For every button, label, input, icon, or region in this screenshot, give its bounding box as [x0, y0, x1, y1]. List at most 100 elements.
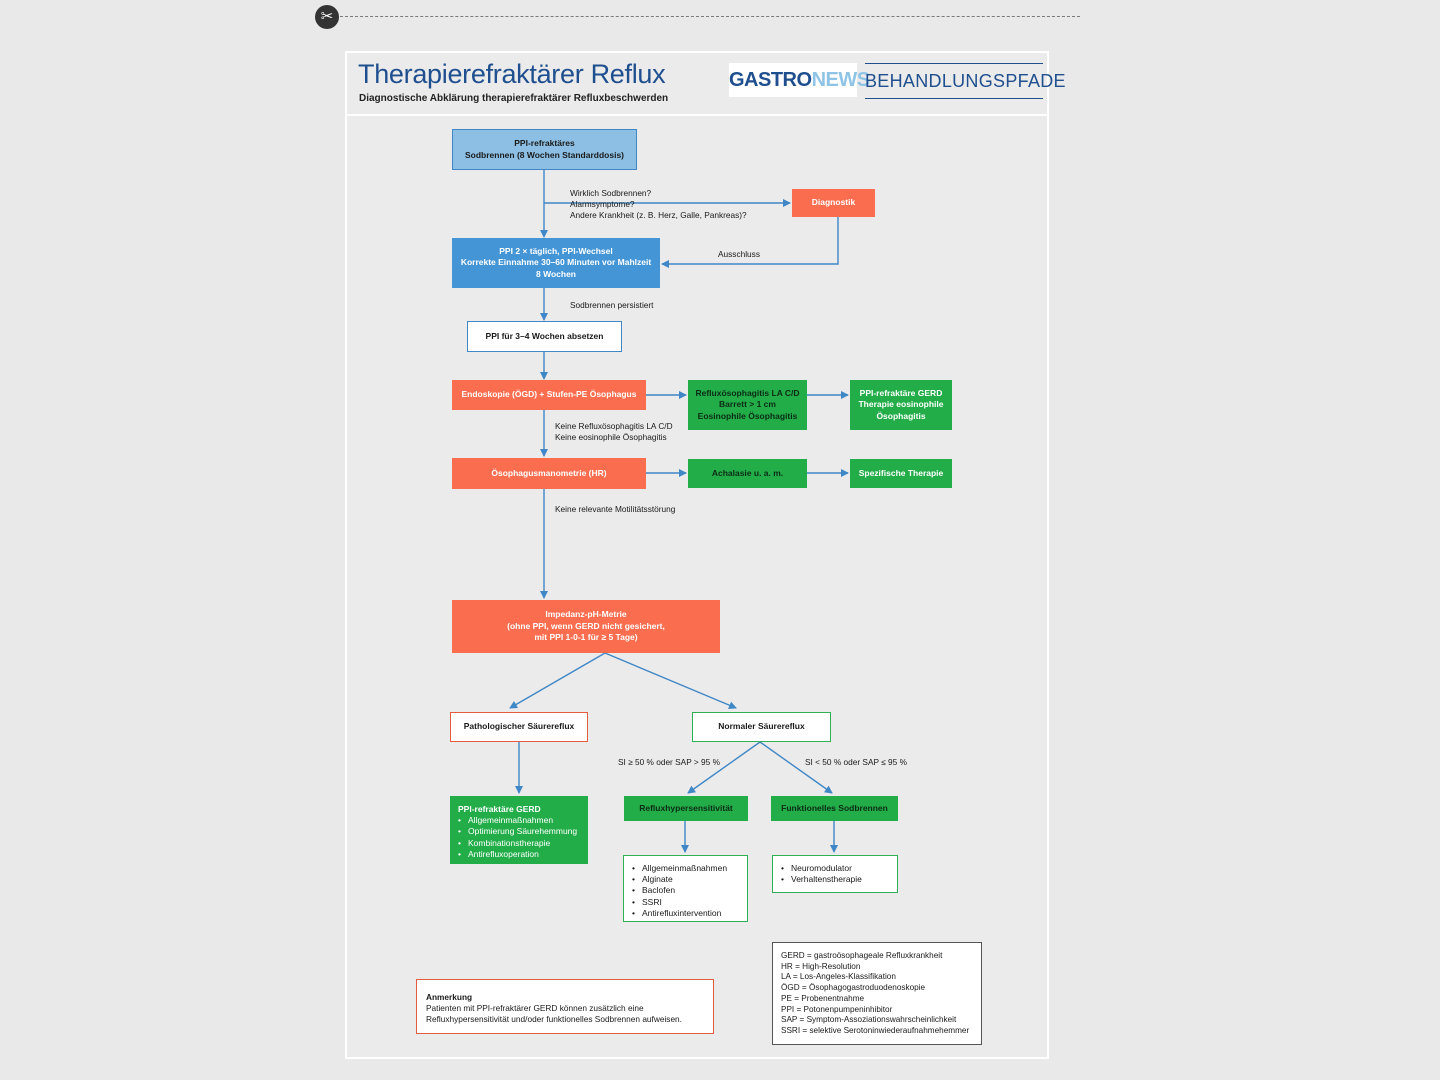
label-line: Wirklich Sodbrennen? [570, 188, 652, 198]
brand-logo: GASTRONEWS [729, 63, 870, 97]
node-line: Sodbrennen (8 Wochen Standarddosis) [465, 149, 624, 160]
cut-line [340, 16, 1080, 17]
node-line: Achalasie u. a. m. [711, 467, 784, 478]
node-line: (ohne PPI, wenn GERD nicht gesichert, [507, 620, 665, 631]
label-line: Keine eosinophile Ösophagitis [555, 431, 667, 442]
list-item: SSRI [632, 897, 739, 908]
node-line: Eosinophile Ösophagitis [697, 410, 798, 421]
label-line: SI ≥ 50 % oder SAP > 95 % [618, 757, 720, 767]
edge-normal-to-funkt [759, 741, 833, 794]
label-si-low: SI < 50 % oder SAP ≤ 95 % [805, 757, 907, 768]
label-line: Keine relevante Motilitätsstörung [555, 504, 676, 514]
node-line: Therapie eosinophile [858, 399, 944, 410]
node-line: Normaler Säurereflux [718, 721, 805, 732]
page-title: Therapierefraktärer Reflux [358, 59, 666, 89]
label-line: Ausschluss [718, 249, 760, 259]
list-item: Optimierung Säurehemmung [458, 826, 580, 837]
node-line: PPI-refraktäres [514, 138, 575, 149]
node-normal-acid-reflux: Normaler Säurereflux [692, 712, 831, 742]
node-diagnostik: Diagnostik [792, 189, 875, 217]
node-specific-therapy: Spezifische Therapie [850, 459, 952, 488]
legend-entry: SSRI = selektive Serotoninwiederaufnahme… [781, 1026, 970, 1036]
node-line: PPI 2 × täglich, PPI-Wechsel [499, 245, 613, 256]
node-line: Impedanz-pH-Metrie [545, 609, 627, 620]
page-subtitle: Diagnostische Abklärung therapierefraktä… [359, 93, 669, 104]
list-functional-therapy: Neuromodulator Verhaltenstherapie [772, 855, 898, 893]
note-title: Anmerkung [426, 992, 473, 1002]
label-line: Alarmsymptome? [570, 198, 635, 209]
legend-entry: PE = Probenentnahme [781, 993, 865, 1003]
section-label: BEHANDLUNGSPFADE [865, 63, 1066, 99]
node-line: Korrekte Einnahme 30–60 Minuten vor Mahl… [460, 257, 652, 268]
list-item: Allgemeinmaßnahmen [458, 815, 580, 826]
list-hypersensitivity-therapy: Allgemeinmaßnahmen Alginate Baclofen SSR… [623, 855, 748, 922]
abbreviation-legend: GERD = gastroösophageale Refluxkrankheit… [772, 942, 982, 1045]
node-line: 8 Wochen [536, 268, 576, 279]
node-impedance-ph-metry: Impedanz-pH-Metrie (ohne PPI, wenn GERD … [452, 600, 720, 653]
list-item: Alginate [632, 874, 739, 885]
node-stop-ppi: PPI für 3–4 Wochen absetzen [467, 321, 622, 352]
node-line: Diagnostik [811, 197, 856, 208]
node-line: Refluxhypersensitivität [639, 802, 733, 813]
list-title: PPI-refraktäre GERD [458, 804, 541, 814]
note-box: Anmerkung Patienten mit PPI-refraktärer … [416, 979, 714, 1034]
note-line: Refluxhypersensitivität und/oder funktio… [426, 1013, 682, 1024]
legend-entry: ÖGD = Ösophagogastroduodenoskopie [781, 983, 926, 993]
scissors-icon: ✂ [315, 5, 339, 29]
label-no-motility-disorder: Keine relevante Motilitätsstörung [555, 504, 675, 515]
header-divider [347, 114, 1047, 116]
edge-impedanz-to-path [509, 652, 606, 709]
node-achalasia: Achalasie u. a. m. [688, 459, 807, 488]
node-ppi-refractory-heartburn: PPI-refraktäres Sodbrennen (8 Wochen Sta… [452, 129, 637, 170]
list-item: Antirefluxoperation [458, 849, 580, 860]
node-reflux-hypersensitivity: Refluxhypersensitivität [624, 796, 748, 821]
edge-impedanz-to-normal [604, 652, 737, 709]
node-manometry: Ösophagusmanometrie (HR) [452, 458, 646, 489]
node-line: Barrett > 1 cm [719, 399, 776, 410]
node-line: PPI-refraktäre GERD [859, 387, 943, 398]
node-line: Funktionelles Sodbrennen [781, 802, 888, 813]
list-item: Neuromodulator [781, 863, 889, 874]
node-line: Pathologischer Säurereflux [463, 721, 575, 732]
node-endoscopy: Endoskopie (ÖGD) + Stufen-PE Ösophagus [452, 380, 646, 410]
node-line: mit PPI 1-0-1 für ≥ 5 Tage) [534, 632, 638, 643]
node-line: Ösophagusmanometrie (HR) [491, 467, 607, 478]
label-si-high: SI ≥ 50 % oder SAP > 95 % [618, 757, 720, 768]
node-functional-heartburn: Funktionelles Sodbrennen [771, 796, 898, 821]
list-item: Antirefluxintervention [632, 908, 739, 919]
legend-entry: PPI = Potonenpumpeninhibitor [781, 1004, 893, 1014]
label-ausschluss: Ausschluss [718, 249, 760, 260]
note-line: Patienten mit PPI-refraktärer GERD könne… [426, 1002, 644, 1013]
legend-entry: LA = Los-Angeles-Klassifikation [781, 972, 896, 982]
edge-diagnostik-to-ppi-double [661, 217, 839, 268]
edge-normal-to-hyper [687, 741, 761, 794]
node-ppi-refractory-gerd-therapy: PPI-refraktäre GERD Allgemeinmaßnahmen O… [450, 796, 588, 864]
label-line: Andere Krankheit (z. B. Herz, Galle, Pan… [570, 209, 747, 220]
label-no-esophagitis: Keine Refluxösophagitis LA C/D Keine eos… [555, 421, 673, 443]
node-line: Endoskopie (ÖGD) + Stufen-PE Ösophagus [461, 389, 637, 400]
legend-entry: GERD = gastroösophageale Refluxkrankheit [781, 951, 943, 960]
list-item: Allgemeinmaßnahmen [632, 863, 739, 874]
list-item: Kombinationstherapie [458, 838, 580, 849]
label-line: Keine Refluxösophagitis LA C/D [555, 421, 673, 431]
legend-entry: HR = High-Resolution [781, 961, 861, 971]
legend-entry: SAP = Symptom-Assoziationswahrscheinlich… [781, 1015, 957, 1025]
label-line: Sodbrennen persistiert [570, 300, 654, 310]
node-pathologic-acid-reflux: Pathologischer Säurereflux [450, 712, 588, 742]
brand-logo-part1: GASTRO [729, 69, 812, 91]
node-line: Spezifische Therapie [858, 467, 944, 478]
label-heartburn-persists: Sodbrennen persistiert [570, 300, 653, 311]
label-screening-questions: Wirklich Sodbrennen? Alarmsymptome? Ande… [570, 188, 747, 221]
brand-logo-part2: NEWS [811, 69, 871, 91]
list-item: Verhaltenstherapie [781, 874, 889, 885]
node-line: PPI für 3–4 Wochen absetzen [485, 330, 604, 341]
list-item: Baclofen [632, 885, 739, 896]
node-reflux-findings: Refluxösophagitis LA C/D Barrett > 1 cm … [688, 380, 807, 430]
node-ppi-double-dose: PPI 2 × täglich, PPI-Wechsel Korrekte Ei… [452, 238, 660, 288]
node-ppi-refractory-gerd-eoe-therapy: PPI-refraktäre GERD Therapie eosinophile… [850, 380, 952, 430]
node-line: Ösophagitis [876, 410, 926, 421]
node-line: Refluxösophagitis LA C/D [695, 387, 800, 398]
label-line: SI < 50 % oder SAP ≤ 95 % [805, 757, 907, 767]
